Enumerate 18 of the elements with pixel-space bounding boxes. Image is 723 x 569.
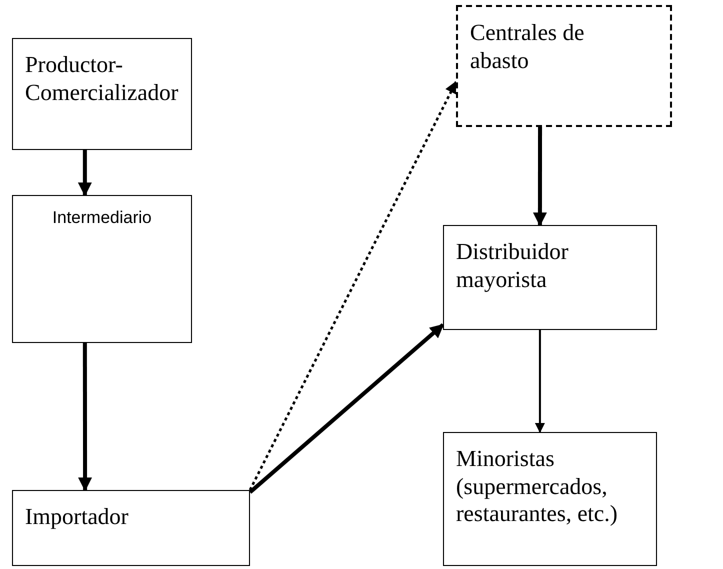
- arrow: [78, 343, 92, 492]
- box-label: Importador: [25, 503, 130, 531]
- process-box: [443, 432, 657, 566]
- process-box: [12, 195, 192, 343]
- arrow: [248, 323, 444, 494]
- process-box: [12, 490, 250, 566]
- box-label: Productor- Comercializador: [25, 51, 179, 106]
- box-label: Distribuidor mayorista: [456, 238, 570, 294]
- process-box: [12, 38, 192, 150]
- process-box: [456, 5, 672, 127]
- arrow: [78, 150, 92, 196]
- box-label: Minoristas (supermercados, restaurantes, etc.): [456, 445, 619, 528]
- box-label: Intermediario: [51, 208, 153, 228]
- process-box: [443, 225, 657, 330]
- arrow: [534, 330, 545, 433]
- box-label: Centrales de abasto: [470, 19, 586, 74]
- arrow: [248, 80, 458, 491]
- arrow: [532, 127, 547, 226]
